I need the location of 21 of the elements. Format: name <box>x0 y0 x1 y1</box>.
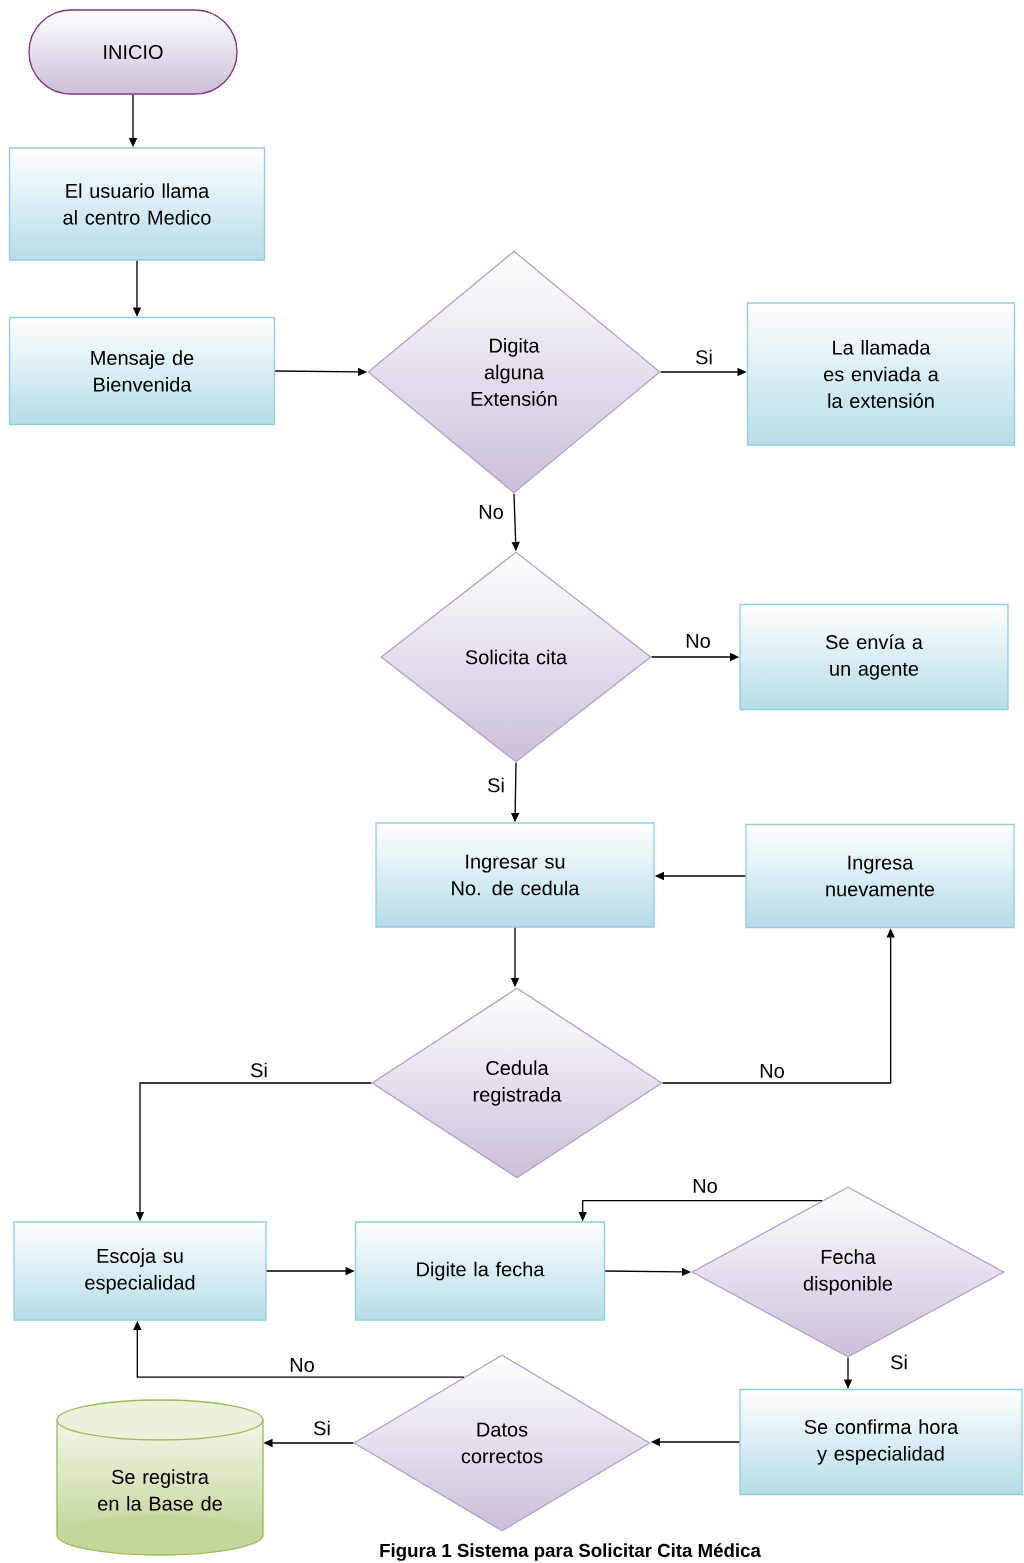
process-box: El usuario llama al centro Medico <box>8 147 266 261</box>
process-box: Ingresar su No. de cedula <box>375 822 655 928</box>
edge-label: No <box>683 632 713 650</box>
terminal-oval: INICIO <box>28 9 238 95</box>
edge-label: No <box>757 1062 787 1080</box>
edge-label: No <box>476 503 506 521</box>
node-label: Se registra en la Base de <box>98 1469 222 1511</box>
edge-label: Si <box>311 1419 333 1437</box>
process-box: Se confirma hora y especialidad <box>739 1388 1023 1496</box>
edge-label: Si <box>693 348 715 366</box>
process-box: Mensaje de Bienvenida <box>8 316 276 426</box>
edge-label: Si <box>485 776 507 794</box>
edge-label: Si <box>248 1061 270 1079</box>
database-cylinder: Se registra en la Base de <box>56 1399 264 1556</box>
process-box: Ingresa nuevamente <box>745 823 1015 929</box>
edge-label: No <box>287 1356 317 1374</box>
process-box: Se envía a un agente <box>739 603 1009 711</box>
process-box: Escoja su especialidad <box>13 1221 267 1321</box>
process-box: Digite la fecha <box>354 1221 606 1321</box>
process-box: La llamada es enviada a la extensión <box>746 302 1016 446</box>
caption: Figura 1 Sistema para Solicitar Cita Médica <box>380 1543 761 1561</box>
